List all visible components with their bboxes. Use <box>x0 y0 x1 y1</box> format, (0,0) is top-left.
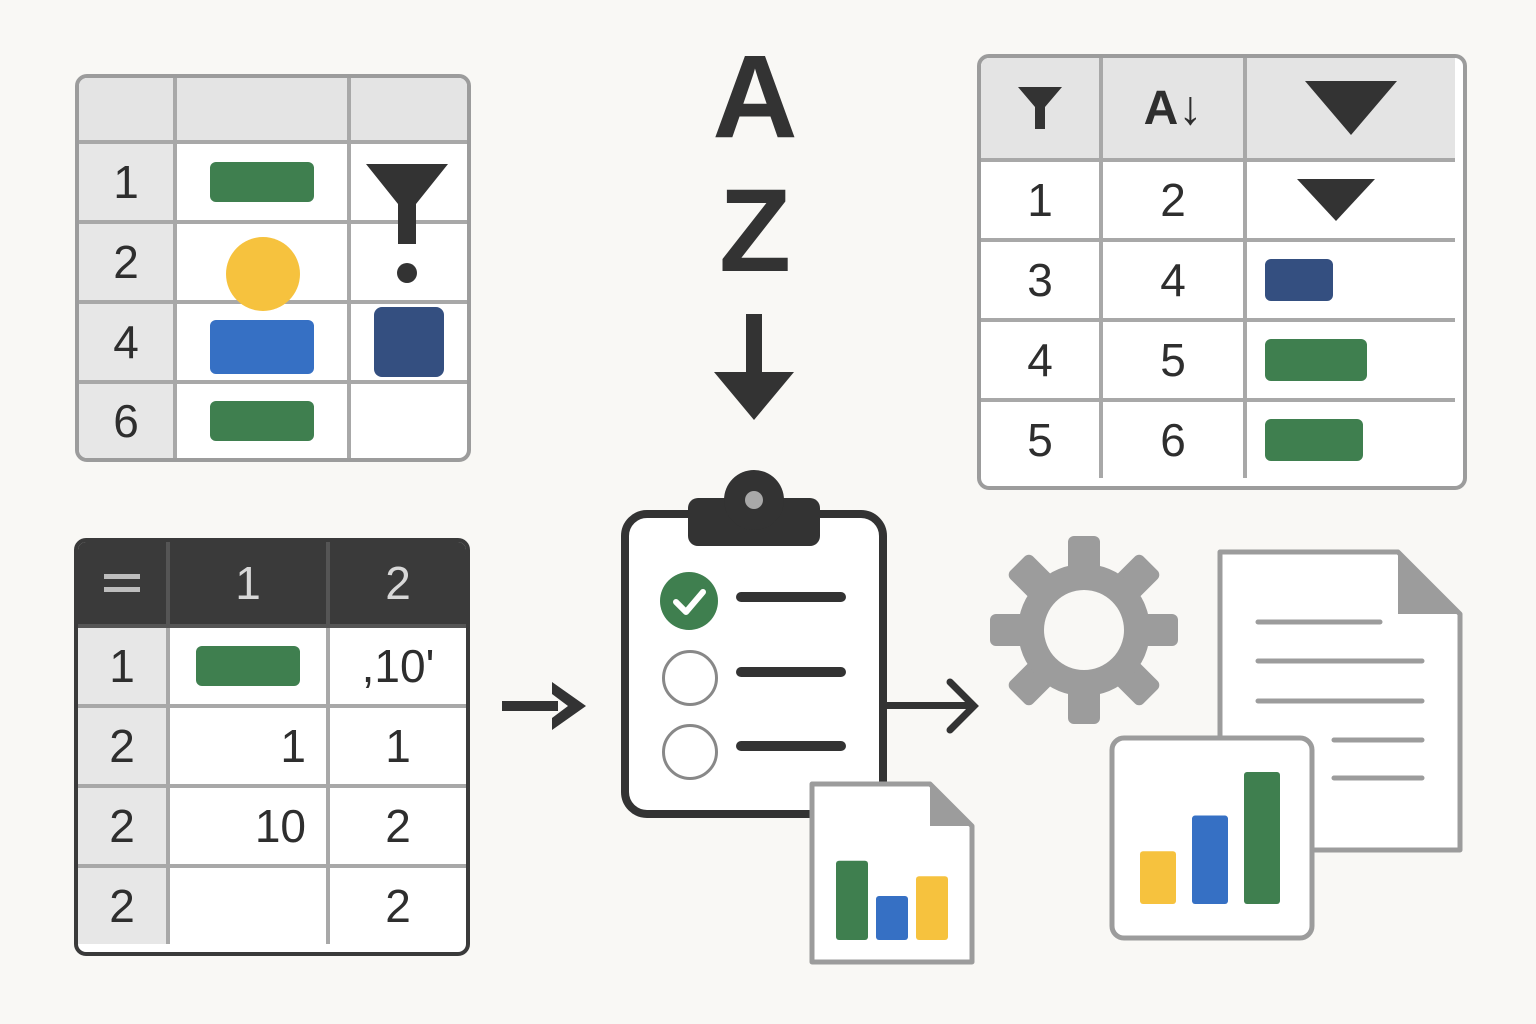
table-cell[interactable]: 4 <box>1103 242 1247 322</box>
table-cell[interactable]: 5 <box>981 402 1103 478</box>
header-dropdown[interactable] <box>1247 58 1455 162</box>
spreadsheet-chart-icon <box>809 781 975 965</box>
checkbox-unchecked[interactable] <box>662 724 718 780</box>
row-number: 2 <box>78 868 170 944</box>
dropdown-triangle-icon <box>1297 179 1375 221</box>
filter-icon <box>1018 87 1062 129</box>
row-number: 4 <box>79 304 177 384</box>
table-cell[interactable] <box>1247 242 1455 322</box>
corner-cell <box>79 78 177 144</box>
row-number: 1 <box>78 628 170 708</box>
cell-navy-square[interactable] <box>351 304 467 384</box>
table-cell[interactable]: 4 <box>981 322 1103 402</box>
table-cell[interactable]: 2 <box>385 880 411 932</box>
cell-green-bar[interactable] <box>177 384 351 458</box>
column-header-a[interactable] <box>177 78 351 144</box>
gear-icon <box>990 536 1178 724</box>
header-menu[interactable] <box>78 542 170 628</box>
checkbox-unchecked[interactable] <box>662 650 718 706</box>
arrow-right-icon <box>884 678 979 734</box>
chart-bar <box>836 860 868 940</box>
navy-square <box>374 307 444 377</box>
table-cell[interactable]: 5 <box>1103 322 1247 402</box>
checklist-line <box>736 741 846 751</box>
column-header[interactable]: 2 <box>330 542 466 628</box>
filter-alert-icon <box>366 164 448 283</box>
green-bar <box>210 401 314 441</box>
checkbox-checked[interactable] <box>660 572 718 630</box>
table-cell[interactable]: 2 <box>330 788 466 868</box>
arrow-down-icon <box>714 314 794 420</box>
chart-bar <box>916 876 948 940</box>
green-bar <box>1265 419 1363 461</box>
sort-letter-a: A <box>712 31 798 163</box>
cell-empty[interactable] <box>351 384 467 458</box>
bar-chart-large <box>1140 772 1280 904</box>
table-cell[interactable]: 10 <box>170 788 330 868</box>
table-cell[interactable]: 6 <box>1103 402 1247 478</box>
green-bar <box>1265 339 1367 381</box>
header-filter[interactable] <box>981 58 1103 162</box>
checklist-line <box>736 592 846 602</box>
row-number: 6 <box>79 384 177 458</box>
chart-bar <box>876 896 908 940</box>
table-cell[interactable] <box>1247 322 1455 402</box>
dropdown-triangle-icon <box>1305 81 1397 135</box>
row-number: 2 <box>79 224 177 304</box>
checklist-line <box>736 667 846 677</box>
column-header[interactable]: 1 <box>170 542 330 628</box>
table-cell[interactable]: 1 <box>981 162 1103 242</box>
yellow-circle <box>226 237 300 311</box>
blue-bar <box>210 320 314 374</box>
table-cell[interactable]: 2 <box>1103 162 1247 242</box>
equals-icon <box>104 574 140 592</box>
row-number: 1 <box>79 144 177 224</box>
navy-bar <box>1265 259 1333 301</box>
table-cell[interactable]: 1 <box>170 708 330 788</box>
table-cell[interactable] <box>1247 162 1455 242</box>
bar-chart-small <box>836 860 948 940</box>
sort-az-icon: A↓ <box>1143 81 1203 135</box>
cell-empty[interactable] <box>351 224 467 304</box>
chart-bar <box>1140 851 1176 904</box>
cell-green-bar[interactable] <box>177 144 351 224</box>
header-sort[interactable]: A↓ <box>1103 58 1247 162</box>
table-cell[interactable]: ,10' <box>330 628 466 708</box>
table-cell[interactable] <box>1247 402 1455 478</box>
checkmark-icon <box>673 589 706 615</box>
table-cell[interactable] <box>170 868 330 944</box>
table-cell[interactable] <box>170 628 330 708</box>
top-right-spreadsheet: A↓ 1 2 3 4 4 5 5 6 <box>977 54 1467 490</box>
row-number: 2 <box>78 708 170 788</box>
sort-letter-z: Z <box>718 165 792 297</box>
bar-chart-icon <box>1109 735 1315 941</box>
green-bar <box>210 162 314 202</box>
table-cell[interactable]: 1 <box>330 708 466 788</box>
green-bar <box>196 646 300 686</box>
row-number: 2 <box>78 788 170 868</box>
clipboard-icon <box>621 470 887 818</box>
bottom-left-spreadsheet: 1 2 1 ,10' 2 1 1 2 10 2 2 2 <box>74 538 470 956</box>
chart-bar <box>1244 772 1280 904</box>
arrow-right-icon <box>502 682 586 730</box>
chart-bar <box>1192 815 1228 904</box>
cell-blue-bar[interactable] <box>177 304 351 384</box>
table-cell[interactable]: 3 <box>981 242 1103 322</box>
column-header-b[interactable] <box>351 78 467 144</box>
